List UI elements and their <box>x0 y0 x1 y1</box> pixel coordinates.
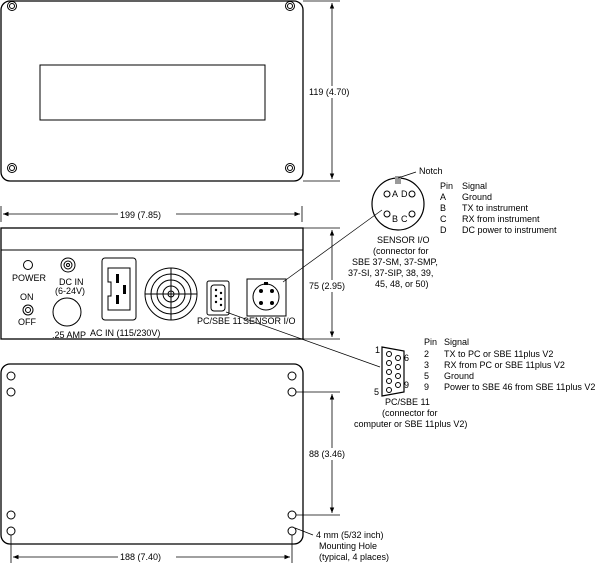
sensor-connector-detail: Notch A D B C SENSOR I/O (connector for … <box>348 166 557 289</box>
sensor-caption-line: 37-SI, 37-SIP, 38, 39, <box>348 268 433 278</box>
dc-in-jack[interactable] <box>60 257 76 273</box>
corner-screw <box>285 1 295 11</box>
table-header: Pin <box>440 181 453 191</box>
table-cell: 3 <box>424 360 429 370</box>
table-cell: TX to instrument <box>462 203 529 213</box>
db9-shell <box>381 346 405 397</box>
top-height-dimension: 119 (4.70) <box>309 87 349 97</box>
fuse-label: .25 AMP <box>52 330 86 340</box>
pc-pin-table: Pin Signal 2 TX to PC or SBE 11plus V2 3… <box>424 337 595 392</box>
fuse-holder[interactable] <box>52 297 82 327</box>
table-header: Signal <box>444 337 469 347</box>
mounting-hole <box>6 371 16 381</box>
hole-spacing-height: 88 (3.46) <box>309 449 345 459</box>
pc-caption-line: PC/SBE 11 <box>385 397 430 407</box>
sensor-caption-line: 45, 48, or 50) <box>375 279 429 289</box>
table-cell: D <box>440 225 447 235</box>
corner-screw <box>7 1 17 11</box>
pc-sbe-connector[interactable] <box>206 280 230 316</box>
width-dimension: 199 (7.85) <box>120 210 161 220</box>
table-cell: Ground <box>462 192 492 202</box>
pc-leader-line <box>225 311 381 368</box>
table-cell: C <box>440 214 447 224</box>
table-cell: B <box>440 203 446 213</box>
table-cell: 5 <box>424 371 429 381</box>
table-header: Pin <box>424 337 437 347</box>
notch-mark <box>395 176 401 184</box>
table-cell: 2 <box>424 349 429 359</box>
sensor-pin-d: D <box>401 189 408 199</box>
speaker-grille <box>144 267 198 321</box>
sensor-pin-c: C <box>401 214 408 224</box>
pc-pin-6: 6 <box>404 353 409 363</box>
pc-sbe-label: PC/SBE 11 <box>197 316 242 326</box>
dc-in-range: (6-24V) <box>55 286 85 296</box>
pc-connector-detail: 1 5 6 9 PC/SBE 11 (connector for compute… <box>354 337 595 429</box>
sensor-pin-a: A <box>392 189 398 199</box>
on-label: ON <box>20 292 34 302</box>
top-view-outline <box>0 0 304 182</box>
sensor-io-connector[interactable] <box>246 278 287 317</box>
corner-screw <box>285 163 295 173</box>
sensor-pin-table: Pin Signal A Ground B TX to instrument C… <box>440 181 557 235</box>
table-cell: Power to SBE 46 from SBE 11plus V2 <box>444 382 595 392</box>
pc-pin-1: 1 <box>375 345 380 355</box>
pc-pin-5: 5 <box>374 387 379 397</box>
off-label: OFF <box>18 317 36 327</box>
sensor-caption-line: SENSOR I/O <box>377 235 430 245</box>
panel-height-dimension: 75 (2.95) <box>309 281 345 291</box>
table-cell: DC power to instrument <box>462 225 557 235</box>
table-cell: RX from instrument <box>462 214 540 224</box>
sensor-leader-line <box>282 209 383 283</box>
sensor-caption-line: SBE 37-SM, 37-SMP, <box>352 257 438 267</box>
table-cell: Ground <box>444 371 474 381</box>
ac-in-socket[interactable] <box>101 257 137 321</box>
mounting-hole-note-line: (typical, 4 places) <box>319 552 389 562</box>
sensor-pin-b: B <box>392 214 398 224</box>
power-indicator-light <box>23 260 33 270</box>
mounting-hole-note-line: 4 mm (5/32 inch) <box>316 530 384 540</box>
power-label: POWER <box>12 273 47 283</box>
sensor-io-label: SENSOR I/O <box>243 316 296 326</box>
front-panel: POWER ON OFF DC IN (6-24V) .25 AMP AC IN… <box>0 227 353 340</box>
ac-in-label: AC IN (115/230V) <box>90 328 160 338</box>
pc-caption-line: (connector for <box>382 408 438 418</box>
notch-label: Notch <box>419 166 443 176</box>
display-window <box>39 64 266 121</box>
pc-caption-line: computer or SBE 11plus V2) <box>354 419 467 429</box>
top-view: 119 (4.70) 199 (7.85) <box>0 0 357 222</box>
mounting-hole <box>6 526 16 536</box>
table-cell: 9 <box>424 382 429 392</box>
table-header: Signal <box>462 181 487 191</box>
pc-pin-9: 9 <box>404 380 409 390</box>
bottom-view: 88 (3.46) 188 (7.40) 4 mm (5/32 inch) Mo… <box>0 363 389 563</box>
bottom-view-outline <box>0 363 304 545</box>
mounting-hole <box>287 526 297 536</box>
mounting-hole-note-line: Mounting Hole <box>319 541 377 551</box>
table-cell: TX to PC or SBE 11plus V2 <box>444 349 553 359</box>
mounting-hole <box>287 371 297 381</box>
hole-spacing-width: 188 (7.40) <box>120 552 161 562</box>
dc-in-label: DC IN <box>59 277 84 287</box>
on-off-switch[interactable] <box>22 304 34 316</box>
table-cell: A <box>440 192 446 202</box>
front-panel-outline <box>0 227 304 340</box>
table-cell: RX from PC or SBE 11plus V2 <box>444 360 565 370</box>
corner-screw <box>7 163 17 173</box>
sensor-caption-line: (connector for <box>373 246 429 256</box>
